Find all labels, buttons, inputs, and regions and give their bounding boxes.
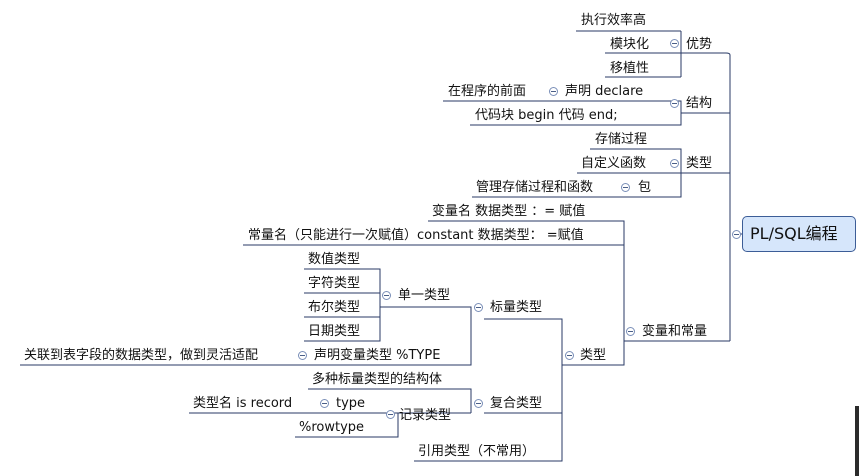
collapse-icon[interactable] — [732, 230, 741, 239]
single-type-item[interactable]: 字符类型 — [308, 276, 361, 291]
root-label: PL/SQL编程 — [750, 224, 838, 243]
collapse-icon[interactable] — [386, 410, 395, 419]
record-type-item[interactable]: type — [336, 396, 366, 411]
advantage-item[interactable]: 执行效率高 — [581, 13, 647, 28]
variable-declaration[interactable]: 变量名 数据类型 ：= 赋值 — [432, 204, 586, 219]
advantage-item[interactable]: 模块化 — [610, 37, 650, 52]
scrollbar-edge[interactable] — [855, 406, 859, 476]
collapse-icon[interactable] — [474, 399, 483, 408]
collapse-icon[interactable] — [320, 399, 329, 408]
composite-type[interactable]: 复合类型 — [490, 396, 543, 411]
collapse-icon[interactable] — [670, 159, 679, 168]
collapse-icon[interactable] — [549, 87, 558, 96]
record-type[interactable]: 记录类型 — [399, 408, 452, 423]
structure-block[interactable]: 代码块 begin 代码 end; — [475, 108, 618, 123]
single-type-item[interactable]: 日期类型 — [308, 324, 361, 339]
collapse-icon[interactable] — [670, 39, 679, 48]
root-node[interactable] — [742, 216, 856, 252]
structure-declare[interactable]: 声明 declare — [565, 84, 644, 99]
scalar-type[interactable]: 标量类型 — [490, 300, 543, 315]
collapse-icon[interactable] — [565, 351, 574, 360]
single-type[interactable]: 单一类型 — [398, 288, 451, 303]
record-type-detail[interactable]: 类型名 is record — [193, 396, 293, 411]
type-item[interactable]: 存储过程 — [595, 132, 648, 147]
collapse-icon[interactable] — [670, 99, 679, 108]
collapse-icon[interactable] — [626, 327, 635, 336]
declare-type-detail[interactable]: 关联到表字段的数据类型，做到灵活适配 — [24, 348, 259, 363]
collapse-icon[interactable] — [298, 351, 307, 360]
type-item-package[interactable]: 包 — [638, 180, 652, 195]
branch-advantages[interactable]: 优势 — [686, 37, 713, 52]
type-item[interactable]: 自定义函数 — [581, 156, 647, 171]
rowtype-item[interactable]: %rowtype — [299, 420, 365, 435]
collapse-icon[interactable] — [474, 303, 483, 312]
reference-type[interactable]: 引用类型（不常用） — [418, 444, 536, 459]
branch-structure[interactable]: 结构 — [686, 96, 713, 111]
package-detail[interactable]: 管理存储过程和函数 — [476, 180, 594, 195]
single-type-item[interactable]: 布尔类型 — [308, 300, 361, 315]
structure-declare-detail[interactable]: 在程序的前面 — [448, 84, 527, 99]
collapse-icon[interactable] — [621, 183, 630, 192]
branch-types[interactable]: 类型 — [686, 156, 713, 171]
collapse-icon[interactable] — [382, 291, 391, 300]
single-type-item[interactable]: 数值类型 — [308, 252, 361, 267]
branch-variables[interactable]: 变量和常量 — [642, 324, 708, 339]
type-node[interactable]: 类型 — [580, 348, 607, 363]
constant-declaration[interactable]: 常量名（只能进行一次赋值）constant 数据类型： =赋值 — [248, 228, 584, 243]
declare-variable-type[interactable]: 声明变量类型 %TYPE — [314, 348, 441, 363]
struct-description[interactable]: 多种标量类型的结构体 — [312, 372, 443, 387]
advantage-item[interactable]: 移植性 — [610, 61, 650, 76]
